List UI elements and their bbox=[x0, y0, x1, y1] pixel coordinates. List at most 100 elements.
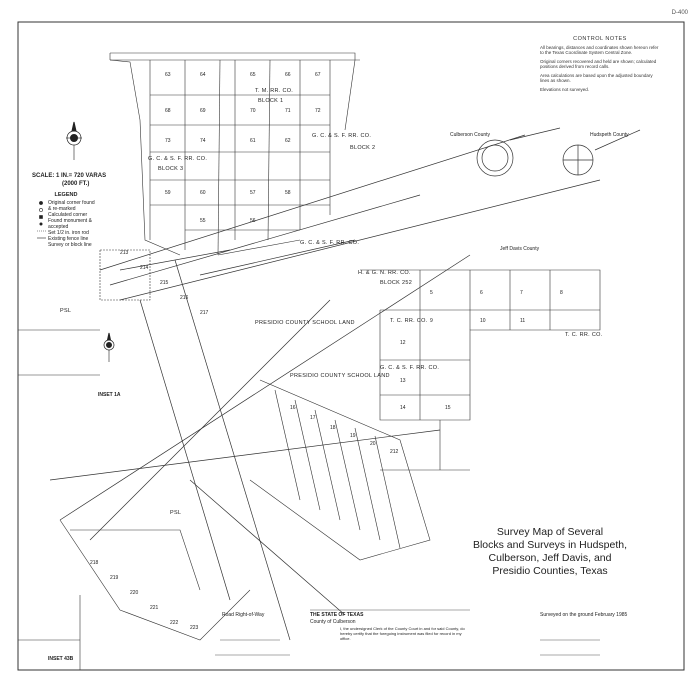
survey-number: 61 bbox=[250, 138, 256, 144]
inset-label: INSET 1A bbox=[98, 392, 121, 398]
map-title: Survey Map of Several Blocks and Surveys… bbox=[470, 526, 630, 578]
block-label: T. C. RR. CO. bbox=[565, 332, 603, 338]
survey-number: 74 bbox=[200, 138, 206, 144]
north-arrow-icon bbox=[103, 332, 115, 362]
block-252-grid bbox=[360, 269, 601, 471]
survey-number: 213 bbox=[120, 250, 129, 256]
block-label: PRESIDIO COUNTY SCHOOL LAND bbox=[290, 373, 390, 379]
title-line: Blocks and Surveys in Hudspeth, bbox=[472, 539, 628, 551]
survey-number: 19 bbox=[350, 433, 356, 439]
survey-number: 212 bbox=[390, 449, 399, 455]
survey-number: 221 bbox=[150, 605, 159, 611]
scale-note: SCALE: 1 IN.= 720 VARAS (2000 FT.) bbox=[32, 172, 106, 188]
survey-number: 62 bbox=[285, 138, 291, 144]
legend-item: Set 1/2 in. iron rod bbox=[48, 230, 89, 236]
legend-item: Original corner found & re-marked bbox=[48, 200, 95, 212]
notes-heading: CONTROL NOTES bbox=[573, 36, 627, 42]
title-line: Culberson, Jeff Davis, and bbox=[488, 552, 612, 564]
survey-number: 71 bbox=[285, 108, 291, 114]
survey-number: 217 bbox=[200, 310, 209, 316]
survey-number: 9 bbox=[430, 318, 433, 324]
survey-number: 20 bbox=[370, 441, 376, 447]
block-label: G. C. & S. F. RR. CO. bbox=[380, 365, 440, 371]
legend: LEGEND Original corner found & re-marked… bbox=[36, 192, 96, 248]
block-label: T. M. RR. CO. bbox=[255, 88, 294, 94]
survey-number: 56 bbox=[250, 218, 256, 224]
survey-number: 59 bbox=[165, 190, 171, 196]
road-note: Road Right-of-Way bbox=[222, 612, 265, 618]
survey-number: 10 bbox=[480, 318, 486, 324]
block-label: PSL bbox=[170, 510, 182, 516]
county-label: Culberson County bbox=[450, 132, 491, 138]
certificate-body: I, the undersigned Clerk of the County C… bbox=[340, 626, 465, 641]
north-arrow-icon bbox=[66, 121, 82, 160]
survey-number: 14 bbox=[400, 405, 406, 411]
inset-frames bbox=[18, 329, 100, 670]
survey-number: 7 bbox=[520, 290, 523, 296]
legend-item: Calculated corner bbox=[48, 212, 88, 218]
scale-line-2: (2000 FT.) bbox=[62, 181, 90, 187]
block-1-grid bbox=[109, 52, 360, 256]
legend-item: Survey or block line bbox=[48, 242, 92, 248]
certificate-lines bbox=[215, 609, 600, 656]
legend-item: Existing fence line bbox=[48, 236, 89, 242]
seal-circles bbox=[476, 127, 641, 177]
legend-heading: LEGEND bbox=[54, 192, 78, 198]
survey-number: 58 bbox=[285, 190, 291, 196]
note-paragraph: Original corners recovered and held are … bbox=[540, 58, 657, 70]
survey-number: 60 bbox=[200, 190, 206, 196]
survey-number: 220 bbox=[130, 590, 139, 596]
strip-surveys bbox=[59, 249, 431, 641]
legend-symbols bbox=[37, 201, 46, 239]
scale-line-1: SCALE: 1 IN.= 720 VARAS bbox=[32, 173, 107, 179]
sheet-number: D-400 bbox=[671, 10, 688, 16]
note-paragraph: All bearings, distances and coordinates … bbox=[540, 44, 659, 56]
survey-number: 223 bbox=[190, 625, 199, 631]
legend-item: Found monument & accepted bbox=[48, 218, 92, 230]
block-label: G. C. & S. F. RR. CO. bbox=[312, 133, 372, 139]
survey-number: 12 bbox=[400, 340, 406, 346]
county-label: Hudspeth County bbox=[590, 132, 629, 138]
county-label: Jeff Davis County bbox=[500, 246, 540, 252]
block-label: BLOCK 252 bbox=[380, 280, 413, 286]
survey-number: 69 bbox=[200, 108, 206, 114]
inset-label: INSET 43B bbox=[48, 656, 74, 662]
note-paragraph: Area calculations are based upon the adj… bbox=[540, 72, 653, 84]
block-label: BLOCK 3 bbox=[158, 166, 184, 172]
survey-number: 219 bbox=[110, 575, 119, 581]
surveyor-note: Surveyed on the ground February 1985 bbox=[540, 612, 628, 618]
seal-icon bbox=[476, 139, 514, 177]
survey-number: 218 bbox=[90, 560, 99, 566]
block-label: T. C. RR. CO. bbox=[390, 318, 428, 324]
sheet-border bbox=[17, 21, 685, 671]
block-label: PRESIDIO COUNTY SCHOOL LAND bbox=[255, 320, 355, 326]
survey-number: 13 bbox=[400, 378, 406, 384]
block-label: BLOCK 2 bbox=[350, 145, 376, 151]
block-label: PSL bbox=[60, 308, 72, 314]
survey-number: 5 bbox=[430, 290, 433, 296]
control-notes: CONTROL NOTES All bearings, distances an… bbox=[540, 36, 660, 95]
survey-number: 63 bbox=[165, 72, 171, 78]
survey-number: 70 bbox=[250, 108, 256, 114]
block-label: H. & G. N. RR. CO. bbox=[358, 270, 411, 276]
certificate-county: County of Culberson bbox=[310, 619, 356, 625]
survey-number: 68 bbox=[165, 108, 171, 114]
survey-number: 216 bbox=[180, 295, 189, 301]
survey-number: 55 bbox=[200, 218, 206, 224]
survey-number: 16 bbox=[290, 405, 296, 411]
survey-number: 73 bbox=[165, 138, 171, 144]
survey-number: 17 bbox=[310, 415, 316, 421]
survey-number: 11 bbox=[520, 318, 526, 324]
survey-number: 222 bbox=[170, 620, 179, 626]
title-line: Presidio Counties, Texas bbox=[492, 565, 608, 577]
survey-number: 65 bbox=[250, 72, 256, 78]
survey-number: 72 bbox=[315, 108, 321, 114]
survey-number: 8 bbox=[560, 290, 563, 296]
survey-number: 64 bbox=[200, 72, 206, 78]
certificate-heading: THE STATE OF TEXAS bbox=[310, 612, 364, 618]
survey-number: 18 bbox=[330, 425, 336, 431]
survey-number: 67 bbox=[315, 72, 321, 78]
survey-number: 214 bbox=[140, 265, 149, 271]
survey-number: 15 bbox=[445, 405, 451, 411]
